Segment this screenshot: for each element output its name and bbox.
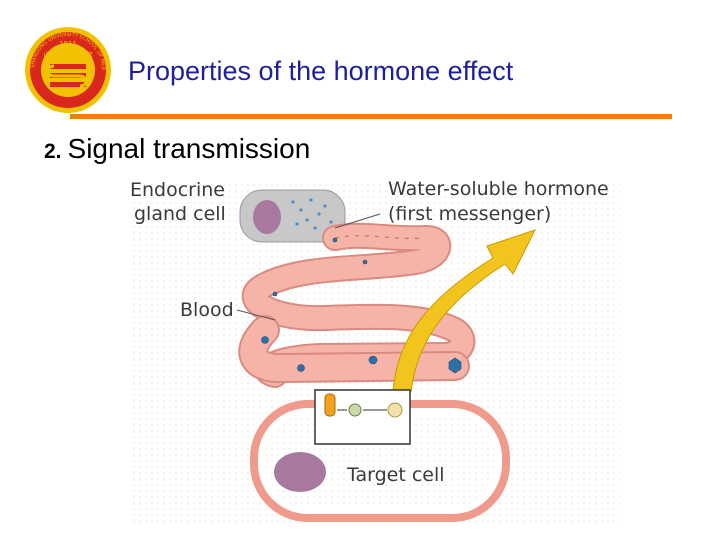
target-nucleus xyxy=(274,452,326,492)
hormone-leader-line xyxy=(334,213,381,229)
endocrine-cell xyxy=(239,189,346,243)
section-heading: 2.Signal transmission xyxy=(44,133,310,165)
signal-transmission-diagram: Endocrine gland cell Water-soluble hormo… xyxy=(130,178,620,525)
logo-motto: 山东大学医学院 xyxy=(44,50,93,59)
slide-title: Properties of the hormone effect xyxy=(128,56,514,86)
blood-leader-line xyxy=(236,309,276,321)
hormone-molecules xyxy=(261,237,462,374)
receptor-inset xyxy=(314,389,411,445)
target-cell-label: Target cell xyxy=(346,464,445,486)
blood-label: Blood xyxy=(180,299,234,321)
section-title: Signal transmission xyxy=(67,133,311,164)
endocrine-label-line2: gland cell xyxy=(134,203,226,225)
hormone-arrow xyxy=(392,229,536,393)
hormone-label-line2: (first messenger) xyxy=(388,203,551,225)
logo-year: 1911 xyxy=(59,40,77,48)
hormone-granules xyxy=(291,198,333,230)
endocrine-nucleus xyxy=(253,200,281,234)
endocrine-label-line1: Endocrine xyxy=(130,179,225,201)
hormone-label-line1: Water-soluble hormone xyxy=(388,178,609,200)
section-number: 2. xyxy=(44,140,62,163)
university-logo: 1911 山东大学医学院 SHANDONG UNIVERSITY SCHOOL … xyxy=(18,20,130,116)
title-underline xyxy=(70,114,672,119)
